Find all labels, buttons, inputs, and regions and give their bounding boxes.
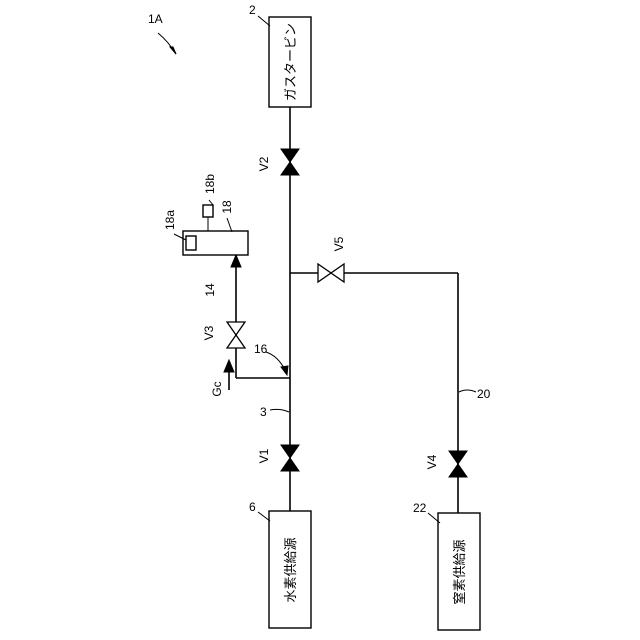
figure-ref-arrowhead [170,47,176,54]
valve-v1-symbol [281,445,299,471]
gas-sample-arrowhead [224,360,234,372]
valve-v2-symbol [281,149,299,175]
analyzer-sub-a-ref: 18a [163,210,177,230]
analyzer-sub-b-element [203,205,213,217]
valve-v5-symbol [318,264,344,282]
nitrogen-source-label: 窒素供給源 [452,539,467,604]
main-line-ref-leader [270,409,289,412]
gas-turbine-box: ガスタービン [269,17,311,107]
valve-v4-symbol [449,451,467,477]
gas-turbine-label: ガスタービン [283,23,298,101]
gas-turbine-ref: 2 [249,3,256,17]
hydrogen-source-ref-leader [258,512,270,521]
valve-v2-label: V2 [257,156,271,171]
analyzer-box [183,231,248,255]
nitrogen-line-ref: 20 [477,387,491,401]
valve-v3-symbol [227,322,245,348]
nitrogen-source-ref: 22 [413,501,427,515]
analyzer-sub-a-element [186,236,196,250]
gas-turbine-ref-leader [258,16,270,26]
branch-point-arrowhead [281,366,288,375]
valve-v3-label: V3 [202,325,216,340]
hydrogen-source-box: 水素供給源 [269,511,311,628]
hydrogen-source-ref: 6 [249,500,256,514]
branch-point-ref: 16 [254,342,268,356]
hydrogen-source-label: 水素供給源 [283,537,298,602]
figure-ref-label: 1A [148,12,163,26]
main-line-ref: 3 [260,405,267,419]
valve-v5-label: V5 [332,236,346,251]
sample-flow-arrowhead [231,255,241,267]
sample-line-ref: 14 [203,283,217,297]
analyzer-sub-b-leader [209,200,213,205]
nitrogen-source-box: 窒素供給源 [438,513,480,630]
valve-v4-label: V4 [425,454,439,469]
analyzer-ref-leader [227,218,232,232]
analyzer-ref: 18 [220,200,234,214]
valve-v1-label: V1 [257,448,271,463]
gas-sample-label: Gc [210,381,224,396]
nitrogen-line-ref-leader [459,390,476,392]
analyzer-sub-b-ref: 18b [203,174,217,194]
